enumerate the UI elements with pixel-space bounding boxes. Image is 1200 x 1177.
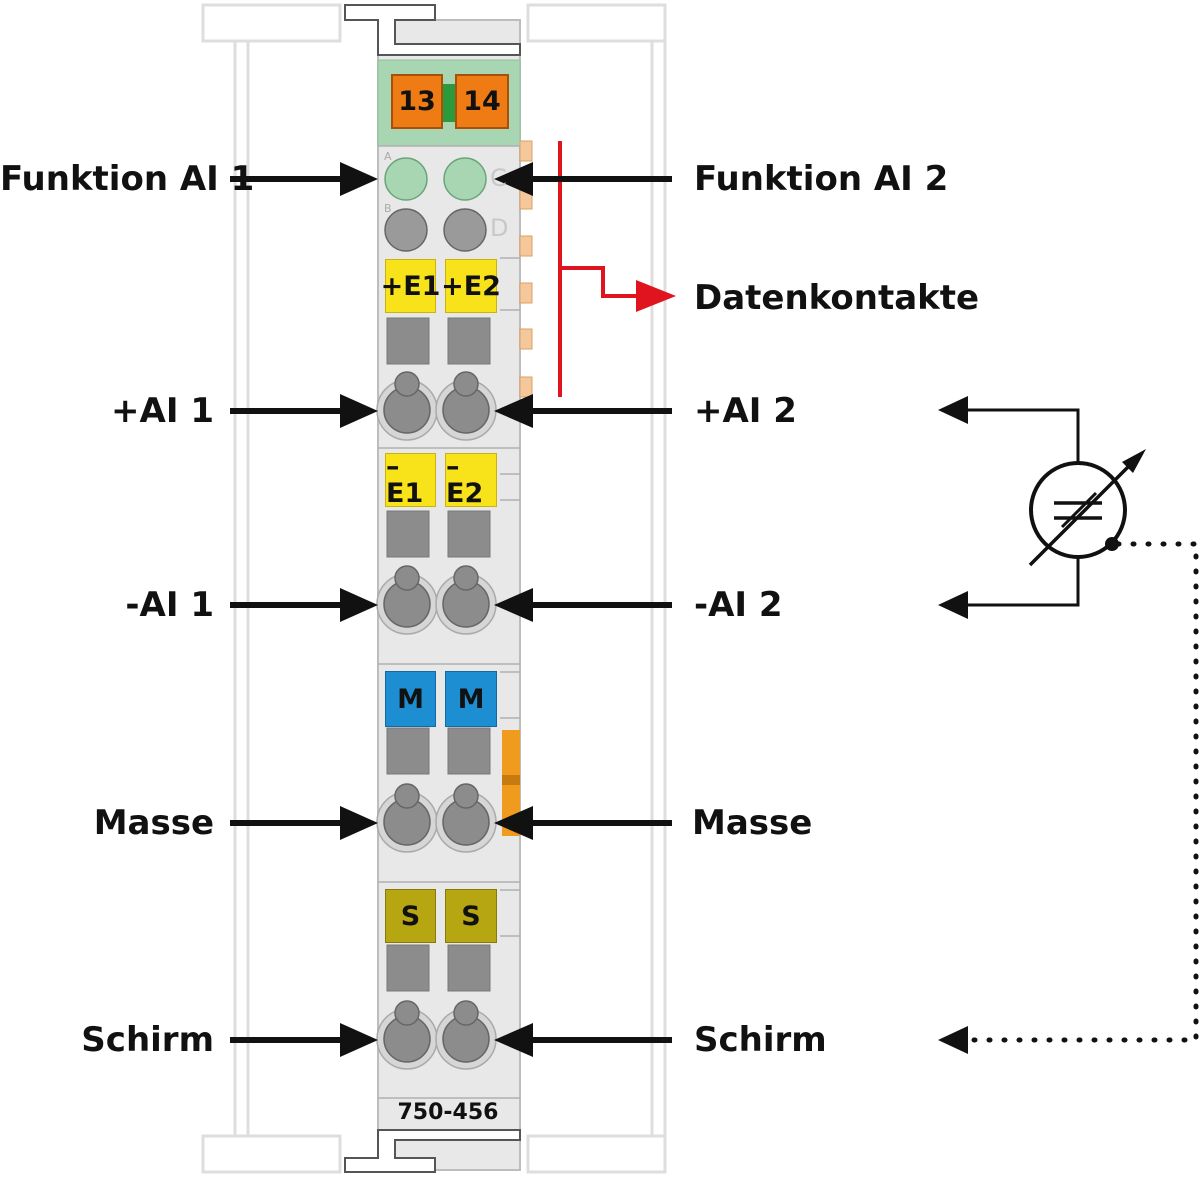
label-funktion-ai2: Funktion AI 2	[694, 159, 949, 199]
data-contacts-bracket	[558, 141, 640, 397]
right-arrows	[494, 162, 672, 1057]
clamp-terminals	[376, 371, 497, 1070]
label-masse-left: Masse	[93, 803, 214, 843]
clamp-schirm-1	[376, 1000, 438, 1070]
label-masse-right: Masse	[692, 803, 813, 843]
label-plus-ai2: +AI 2	[694, 391, 797, 431]
label-plus-ai1: +AI 1	[111, 391, 214, 431]
label-minus-ai2: -AI 2	[694, 585, 783, 625]
slot-s2: S	[445, 889, 497, 943]
jumper-slots	[386, 317, 491, 992]
arrow-icon	[494, 162, 533, 196]
left-arrows	[230, 162, 378, 1057]
led-a	[384, 157, 428, 201]
red-arrow-icon	[636, 280, 676, 312]
slot-plus-e2: +E2	[441, 259, 501, 313]
terminal-13-tag: 13	[391, 74, 443, 129]
slot-s1: S	[385, 889, 436, 943]
clamp-minus-ai1	[376, 565, 438, 635]
slot-minus-e2: –E2	[445, 453, 497, 507]
arrow-icon	[494, 588, 533, 622]
arrow-icon	[340, 588, 378, 622]
label-minus-ai1: -AI 1	[125, 585, 214, 625]
din-rail	[201, 3, 667, 1174]
arrow-icon	[494, 394, 533, 428]
model-number: 750-456	[397, 1100, 499, 1125]
arrow-icon	[494, 806, 533, 840]
slot-minus-e1: –E1	[385, 453, 436, 507]
clamp-schirm-2	[435, 1000, 497, 1070]
label-datenkontakte: Datenkontakte	[694, 278, 980, 318]
led-c	[443, 157, 487, 201]
label-schirm-right: Schirm	[694, 1020, 827, 1060]
led-b	[384, 208, 428, 252]
led-d-letter: D	[490, 214, 509, 242]
slot-m1: M	[385, 671, 436, 727]
slot-plus-e1: +E1	[381, 259, 440, 313]
led-a-letter: A	[384, 150, 392, 163]
clamp-masse-2	[435, 783, 497, 853]
data-contacts-strip	[519, 140, 533, 398]
status-leds	[384, 157, 487, 252]
led-d	[443, 208, 487, 252]
label-funktion-ai1: Funktion AI 1	[0, 159, 255, 199]
adjustable-sensor-symbol-icon	[938, 396, 1199, 1054]
arrow-icon	[340, 1023, 378, 1057]
led-c-letter: C	[490, 164, 507, 192]
arrow-icon	[340, 806, 378, 840]
arrow-icon	[494, 1023, 533, 1057]
clamp-plus-ai1	[376, 371, 438, 441]
arrow-icon	[340, 162, 378, 196]
clamp-plus-ai2	[435, 371, 497, 441]
led-b-letter: B	[384, 202, 392, 215]
clamp-minus-ai2	[435, 565, 497, 635]
slot-m2: M	[445, 671, 497, 727]
terminal-14-tag: 14	[455, 74, 509, 129]
label-schirm-left: Schirm	[81, 1020, 214, 1060]
arrow-icon	[340, 394, 378, 428]
